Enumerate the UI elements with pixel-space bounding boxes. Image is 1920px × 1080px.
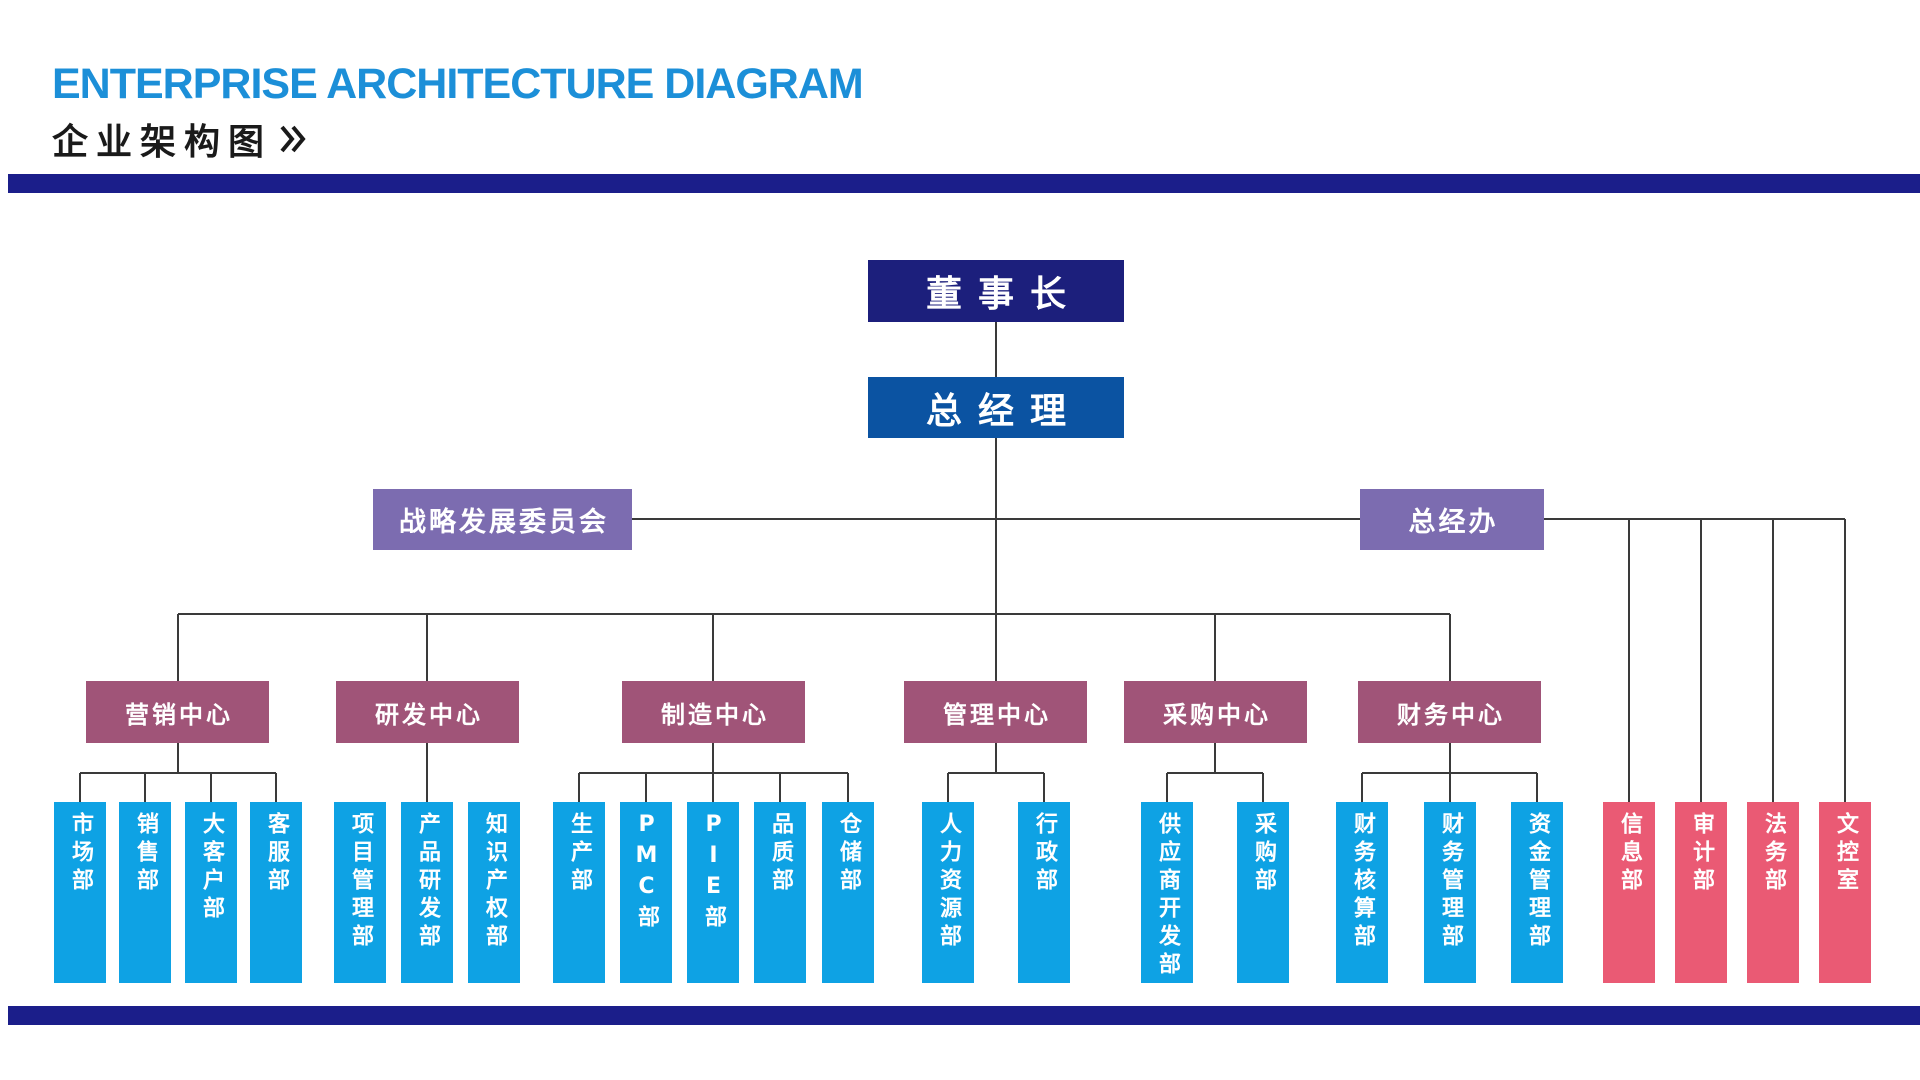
dept-marketing-sales: 销售部 bbox=[119, 802, 171, 983]
dept-label: 财务管理部 bbox=[1438, 812, 1463, 952]
dept-label: 资金管理部 bbox=[1525, 812, 1550, 952]
dept-procurement-purchasing: 采购部 bbox=[1237, 802, 1289, 983]
dept-admin-human-resources: 人力资源部 bbox=[922, 802, 974, 983]
dept-rnd-project-management: 项目管理部 bbox=[334, 802, 386, 983]
dept-label: 供应商开发部 bbox=[1155, 812, 1180, 980]
page-title-english: ENTERPRISE ARCHITECTURE DIAGRAM bbox=[52, 60, 864, 108]
dept-manufacturing-quality: 品质部 bbox=[754, 802, 806, 983]
center-administration: 管理中心 bbox=[904, 681, 1087, 743]
chairman-node: 董事长 bbox=[868, 260, 1124, 322]
dept-manufacturing-pie: PIE部 bbox=[687, 802, 739, 983]
dept-office-document-control: 文控室 bbox=[1819, 802, 1871, 983]
dept-label: 文控室 bbox=[1833, 812, 1858, 896]
dept-label: 品质部 bbox=[768, 812, 793, 896]
footer-divider-band bbox=[8, 1006, 1920, 1025]
dept-finance-treasury: 资金管理部 bbox=[1511, 802, 1563, 983]
dept-label: 市场部 bbox=[68, 812, 93, 896]
dept-label: 法务部 bbox=[1761, 812, 1786, 896]
strategy-committee-node: 战略发展委员会 bbox=[373, 489, 632, 550]
dept-label: 行政部 bbox=[1032, 812, 1057, 896]
dept-admin-administration: 行政部 bbox=[1018, 802, 1070, 983]
center-marketing: 营销中心 bbox=[86, 681, 269, 743]
dept-label: 人力资源部 bbox=[936, 812, 961, 952]
dept-label: 客服部 bbox=[264, 812, 289, 896]
dept-label: 知识产权部 bbox=[482, 812, 507, 952]
dept-label: 采购部 bbox=[1251, 812, 1276, 896]
header-divider-band bbox=[8, 174, 1920, 193]
gm-office-node: 总经办 bbox=[1360, 489, 1544, 550]
dept-label: 财务核算部 bbox=[1350, 812, 1375, 952]
dept-label: PMC部 bbox=[634, 812, 659, 933]
dept-office-legal: 法务部 bbox=[1747, 802, 1799, 983]
dept-label: 产品研发部 bbox=[415, 812, 440, 952]
dept-finance-accounting: 财务核算部 bbox=[1336, 802, 1388, 983]
dept-label: 信息部 bbox=[1617, 812, 1642, 896]
dept-marketing-customer-service: 客服部 bbox=[250, 802, 302, 983]
dept-manufacturing-warehouse: 仓储部 bbox=[822, 802, 874, 983]
dept-label: PIE部 bbox=[701, 812, 726, 933]
dept-label: 审计部 bbox=[1689, 812, 1714, 896]
dept-label: 仓储部 bbox=[836, 812, 861, 896]
center-finance: 财务中心 bbox=[1358, 681, 1541, 743]
double-chevron-right-icon bbox=[280, 125, 306, 153]
dept-procurement-supplier-development: 供应商开发部 bbox=[1141, 802, 1193, 983]
dept-rnd-intellectual-property: 知识产权部 bbox=[468, 802, 520, 983]
dept-label: 销售部 bbox=[133, 812, 158, 896]
page-title-chinese-row: 企业架构图 bbox=[52, 114, 308, 164]
page-title-chinese: 企业架构图 bbox=[52, 122, 273, 163]
dept-office-information: 信息部 bbox=[1603, 802, 1655, 983]
center-procurement: 采购中心 bbox=[1124, 681, 1307, 743]
dept-label: 项目管理部 bbox=[348, 812, 373, 952]
dept-label: 生产部 bbox=[567, 812, 592, 896]
dept-manufacturing-production: 生产部 bbox=[553, 802, 605, 983]
dept-marketing-key-accounts: 大客户部 bbox=[185, 802, 237, 983]
general-manager-node: 总经理 bbox=[868, 377, 1124, 438]
center-rnd: 研发中心 bbox=[336, 681, 519, 743]
dept-marketing-market: 市场部 bbox=[54, 802, 106, 983]
dept-rnd-product-development: 产品研发部 bbox=[401, 802, 453, 983]
dept-finance-management: 财务管理部 bbox=[1424, 802, 1476, 983]
dept-office-audit: 审计部 bbox=[1675, 802, 1727, 983]
center-manufacturing: 制造中心 bbox=[622, 681, 805, 743]
dept-label: 大客户部 bbox=[199, 812, 224, 924]
dept-manufacturing-pmc: PMC部 bbox=[620, 802, 672, 983]
